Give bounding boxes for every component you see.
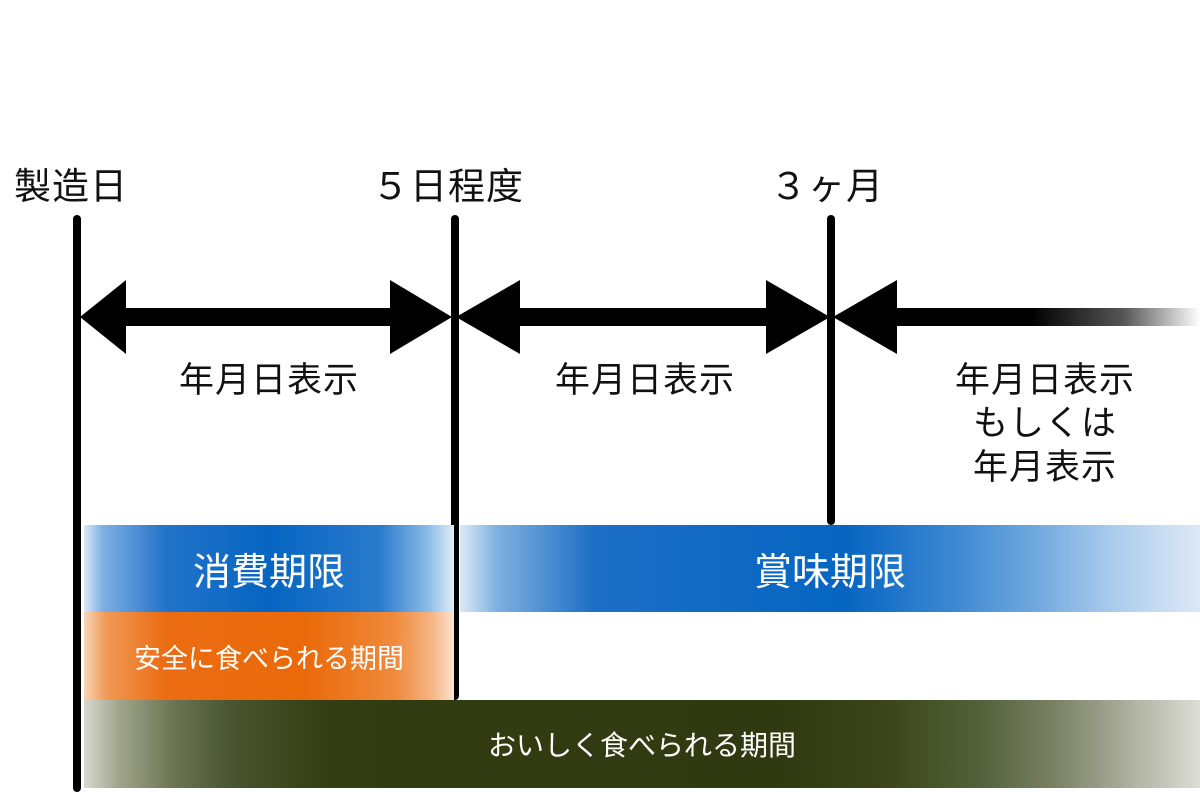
double-arrow-1 [80, 280, 452, 354]
double-arrow-2 [456, 280, 830, 354]
arrow-shaft-fading [893, 308, 1200, 326]
tasty-period-label: おいしく食べられる期間 [487, 729, 796, 762]
milestone-label-5-days: ５日程度 [372, 165, 524, 208]
safe-period-label: 安全に食べられる期間 [134, 643, 404, 675]
segment-label-line: 年月日表示 [554, 361, 735, 401]
milestone-label-3-months: ３ヶ月 [770, 165, 884, 208]
arrow-shaft [125, 308, 397, 326]
consumption-deadline-label: 消費期限 [192, 550, 345, 594]
arrow-head-right-icon [766, 280, 830, 354]
best-before-label: 賞味期限 [753, 550, 906, 594]
timeline-line-manufacture-date [73, 215, 81, 792]
safe-period-bar: 安全に食べられる期間 [84, 612, 454, 700]
open-ended-arrow-3 [833, 280, 1200, 354]
milestone-label-manufacture-date: 製造日 [14, 165, 128, 208]
best-before-bar: 賞味期限 [460, 525, 1200, 612]
segment-label-line: 年月表示 [972, 447, 1117, 488]
arrow-head-right-icon [390, 280, 452, 354]
arrow-head-left-icon [456, 280, 520, 354]
segment-label-line: 年月日表示 [954, 361, 1135, 401]
segment-label-3: 年月日表示 もしくは 年月表示 [900, 360, 1190, 490]
timeline-line-3-months [827, 215, 835, 525]
arrow-shaft [515, 308, 775, 326]
arrow-head-left-icon [80, 280, 126, 354]
consumption-deadline-bar: 消費期限 [84, 525, 454, 612]
segment-label-line: 年月日表示 [178, 361, 359, 401]
tasty-period-bar: おいしく食べられる期間 [84, 700, 1200, 788]
segment-label-2: 年月日表示 [460, 360, 830, 403]
timeline-line-5-days [451, 215, 459, 700]
arrow-head-left-icon [833, 280, 897, 354]
segment-label-1: 年月日表示 [84, 360, 454, 403]
segment-label-line: もしくは [972, 404, 1117, 445]
